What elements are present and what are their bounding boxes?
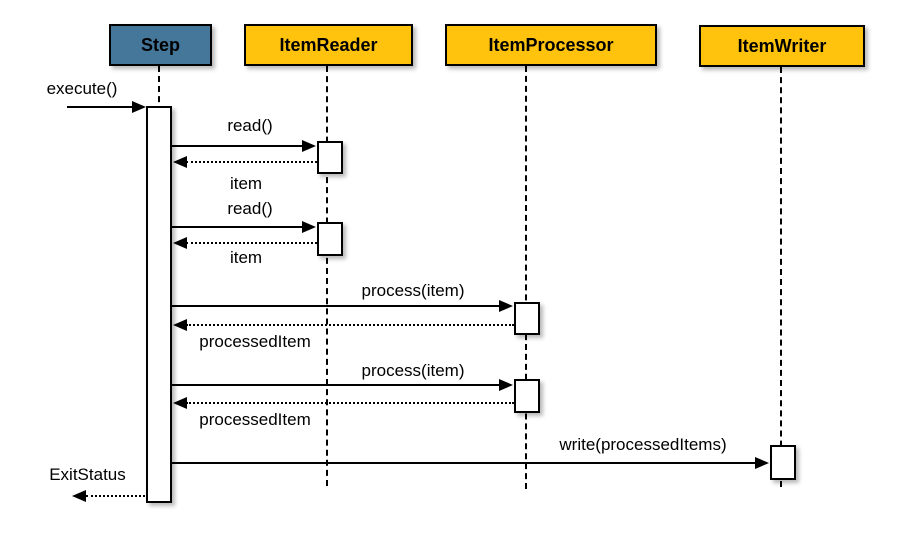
message-processed-item-2-line (186, 402, 514, 404)
participant-item-reader: ItemReader (244, 24, 413, 66)
message-item-2-label: item (229, 248, 263, 267)
message-execute-line (67, 106, 134, 108)
message-exit-status-line (86, 495, 145, 497)
message-read-1-line (172, 145, 304, 147)
lifeline-item-processor (525, 66, 527, 489)
participant-item-processor: ItemProcessor (445, 24, 657, 66)
activation-processor-1 (514, 302, 540, 335)
message-item-2-line (186, 242, 317, 244)
message-read-2-label: read() (227, 199, 273, 218)
message-process-1-label: process(item) (361, 281, 465, 300)
activation-reader-1 (317, 141, 343, 174)
participant-item-reader-label: ItemReader (279, 34, 378, 55)
message-item-1-line (186, 161, 317, 163)
activation-step (146, 106, 172, 503)
participant-step-label: Step (140, 34, 180, 55)
arrowhead-left-icon (173, 237, 187, 249)
activation-processor-2 (514, 379, 540, 413)
message-processed-item-2-label: processedItem (199, 410, 311, 429)
participant-item-processor-label: ItemProcessor (488, 34, 614, 55)
arrowhead-left-icon (173, 156, 187, 168)
lifeline-item-reader (326, 66, 328, 486)
arrowhead-right-icon (755, 457, 769, 469)
arrowhead-right-icon (302, 140, 316, 152)
message-processed-item-1-line (186, 324, 514, 326)
message-process-2-label: process(item) (361, 361, 465, 380)
message-process-1-line (172, 305, 501, 307)
message-read-2-line (172, 226, 304, 228)
message-processed-item-1-label: processedItem (199, 332, 311, 351)
participant-item-writer-label: ItemWriter (737, 35, 827, 56)
message-process-2-line (172, 384, 501, 386)
lifeline-item-writer (780, 67, 782, 487)
arrowhead-left-icon (173, 319, 187, 331)
message-execute-label: execute() (46, 79, 118, 98)
message-write-line (172, 462, 757, 464)
participant-item-writer: ItemWriter (699, 25, 865, 67)
message-exit-status-label: ExitStatus (49, 465, 126, 484)
arrowhead-left-icon (173, 397, 187, 409)
message-read-1-label: read() (227, 116, 273, 135)
arrowhead-right-icon (302, 221, 316, 233)
activation-reader-2 (317, 222, 343, 256)
arrowhead-right-icon (499, 300, 513, 312)
participant-step: Step (109, 24, 212, 66)
message-item-1-label: item (229, 174, 263, 193)
message-write-label: write(processedItems) (559, 435, 727, 454)
arrowhead-right-icon (132, 101, 146, 113)
arrowhead-left-icon (72, 490, 86, 502)
activation-writer (770, 445, 796, 480)
arrowhead-right-icon (499, 379, 513, 391)
